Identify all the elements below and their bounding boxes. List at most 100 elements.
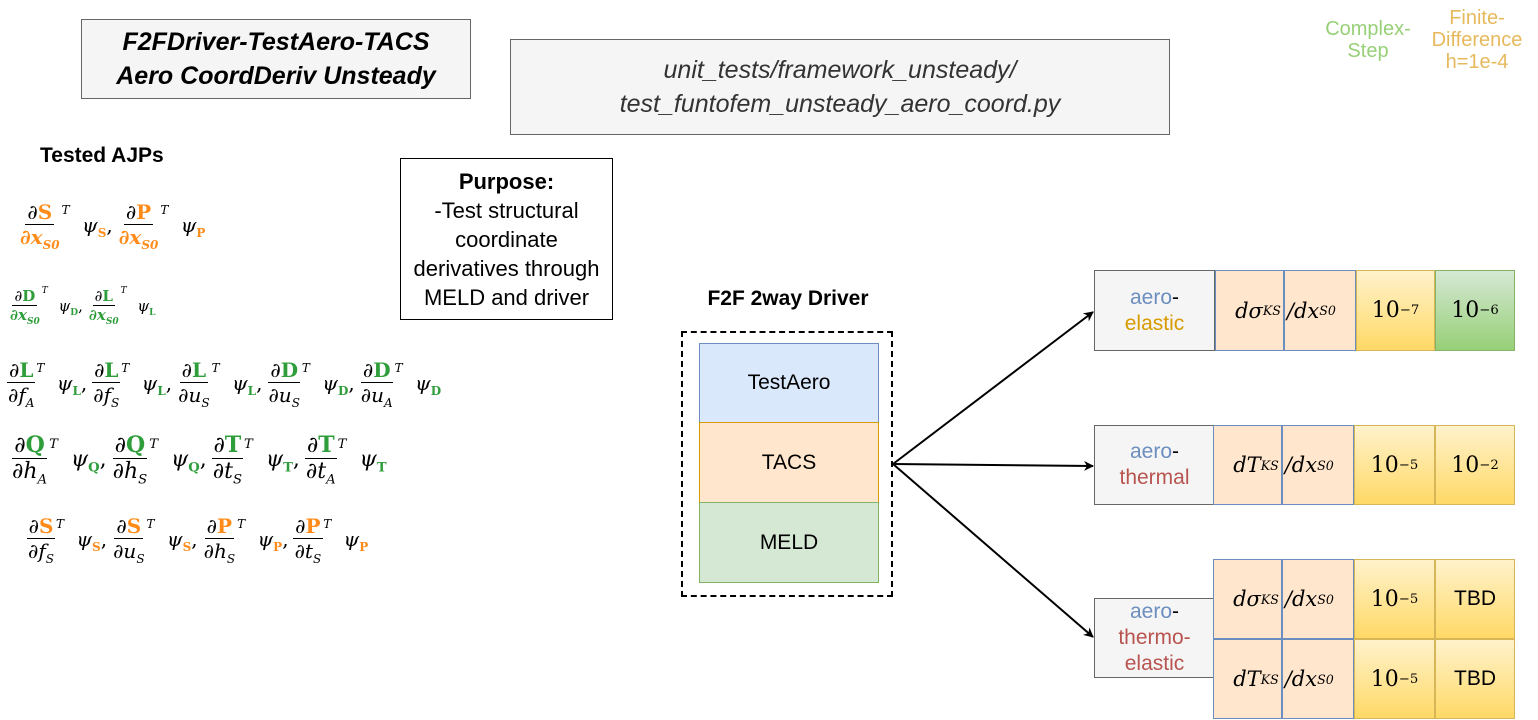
driver-heading: F2F 2way Driver [707, 287, 869, 310]
finite-difference-line-3: h=1e-4 [1445, 51, 1509, 73]
ate-row1-deriv-den-sub: S0 [1317, 591, 1334, 607]
finite-difference-legend: Finite- Difference h=1e-4 [1420, 0, 1534, 80]
aerothermoelastic-temperature-finite-difference: TBD [1435, 639, 1515, 719]
diagram-title: F2FDriver-TestAero-TACS Aero CoordDeriv … [81, 19, 471, 99]
test-file-path: unit_tests/framework_unsteady/ test_funt… [510, 39, 1170, 135]
tested-ajps-heading: Tested AJPs [40, 144, 164, 167]
aerothermal-label: aero- thermal [1094, 425, 1215, 505]
ate-row1-deriv-den: /dx [1284, 587, 1318, 611]
aeroelastic-complex-step: 10−7 [1356, 270, 1435, 351]
aerothermal-deriv-num: dT [1233, 453, 1261, 477]
purpose-line-4: MELD and driver [423, 284, 590, 310]
ate-row2-deriv-num: dT [1233, 667, 1261, 691]
aerothermoelastic-stress-finite-difference: TBD [1435, 559, 1515, 639]
complex-step-line-1: Complex- [1325, 18, 1411, 40]
aeroelastic-deriv-num: dσ [1235, 298, 1263, 323]
complex-step-legend: Complex- Step [1316, 12, 1420, 68]
aeroelastic-fd-exp: −6 [1479, 303, 1499, 318]
path-line-1: unit_tests/framework_unsteady/ [663, 56, 1017, 84]
aeroelastic-deriv-den-sub: S0 [1319, 303, 1336, 318]
ate-row2-deriv-num-sub: KS [1260, 671, 1279, 687]
aerothermal-deriv-den-sub: S0 [1317, 457, 1334, 473]
aeroelastic-deriv-den: /dx [1286, 298, 1320, 323]
finite-difference-line-2: Difference [1431, 29, 1523, 51]
ate-row1-cs-base: 10 [1370, 586, 1399, 612]
aeroelastic-aero: aero [1129, 285, 1173, 309]
ate-row2-cs-base: 10 [1370, 666, 1399, 692]
aerothermal-dash: - [1172, 440, 1180, 463]
aerothermal-fd-exp: −2 [1479, 457, 1499, 473]
ate-row2-deriv-den-sub: S0 [1317, 671, 1334, 687]
aeroelastic-label: aero- elastic [1094, 270, 1215, 351]
aeroelastic-finite-difference: 10−6 [1435, 270, 1515, 351]
aerothermal-complex-step: 10−5 [1354, 425, 1435, 505]
ate-row1-fd: TBD [1454, 587, 1496, 610]
aerothermal-thermal: thermal [1119, 466, 1190, 489]
tacs-label: TACS [761, 450, 817, 474]
aerothermal-deriv-den: /dx [1284, 453, 1318, 477]
driver-frame [681, 331, 893, 597]
ate-row2-cs-exp: −5 [1398, 671, 1419, 687]
purpose-line-2: coordinate [455, 226, 558, 252]
aeroelastic-dash: - [1172, 285, 1180, 309]
arrow-to-aeroelastic [892, 311, 1094, 465]
tacs-component: TACS [699, 422, 879, 503]
finite-difference-line-1: Finite- [1449, 7, 1505, 29]
meld-component: MELD [699, 502, 879, 583]
aerothermal-finite-difference: 10−2 [1435, 425, 1515, 505]
aerothermoelastic-stress-complex-step: 10−5 [1354, 559, 1435, 639]
aeroelastic-elastic: elastic [1124, 311, 1185, 335]
aeroelastic-deriv-num-sub: KS [1262, 303, 1281, 318]
ate-row2-deriv-den: /dx [1284, 667, 1318, 691]
ate-row1-cs-exp: −5 [1398, 591, 1419, 607]
purpose-box: Purpose: -Test structural coordinate der… [400, 158, 613, 320]
aeroelastic-fd-base: 10 [1451, 298, 1480, 323]
ate-row2-fd: TBD [1454, 667, 1496, 690]
purpose-line-1: -Test structural [434, 197, 579, 223]
title-line-2: Aero CoordDeriv Unsteady [116, 62, 436, 90]
aerothermal-aero: aero [1129, 440, 1173, 463]
path-line-2: test_funtofem_unsteady_aero_coord.py [619, 90, 1061, 118]
meld-label: MELD [759, 530, 819, 554]
ate-row1-deriv-num-sub: KS [1260, 591, 1279, 607]
aerothermal-cs-exp: −5 [1398, 457, 1419, 473]
aerothermoelastic-temperature-complex-step: 10−5 [1354, 639, 1435, 719]
complex-step-line-2: Step [1347, 40, 1389, 62]
aeroelastic-cs-exp: −7 [1399, 303, 1420, 318]
arrow-to-aerothermoelastic [892, 463, 1094, 638]
aerothermal-fd-base: 10 [1451, 452, 1480, 478]
aerothermoelastic-dash: - [1172, 600, 1180, 623]
aerothermal-deriv-num-sub: KS [1260, 457, 1279, 473]
aerothermal-cs-base: 10 [1370, 452, 1399, 478]
arrow-to-aerothermal [892, 460, 1094, 471]
aeroelastic-cs-base: 10 [1371, 298, 1400, 323]
